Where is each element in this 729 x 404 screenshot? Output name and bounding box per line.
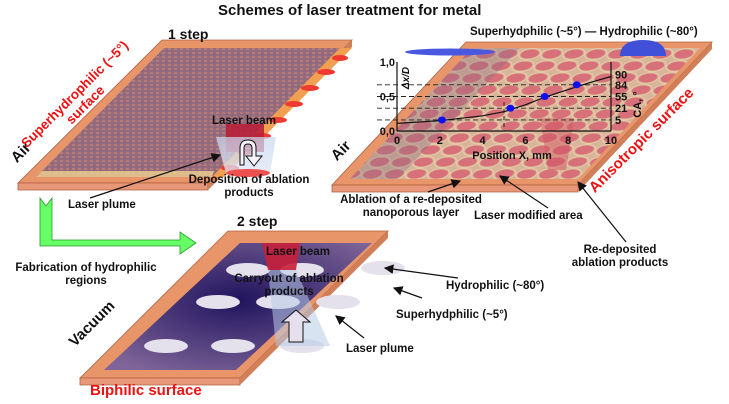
y2-tick-label: 55 [615,92,627,104]
x-tick-label: 10 [605,135,617,147]
x-tick-label: 8 [565,135,571,147]
transition-label: Fabrication of hydrophilic regions [6,262,166,287]
transition-line2: regions [65,274,107,287]
x-tick-label: 2 [437,135,443,147]
y2-tick-label: 21 [615,103,627,115]
ablation-line1: Ablation of a re-deposited [340,194,482,206]
data-point [437,116,446,124]
data-point [506,104,515,112]
page-title: Schemes of laser treatment for metal [218,2,482,19]
step1-deposition-label: Deposition of ablation products [184,174,314,199]
x-tick-label: 6 [522,135,528,147]
step1-deposition-line1: Deposition of ablation [188,174,310,186]
redeposited-line2: ablation products [571,256,669,269]
step1-laser [216,124,276,177]
droplet-bead-icon [620,40,666,56]
transition-arrow [39,196,197,255]
x-tick-label: 4 [480,135,487,147]
anisotropic-plate [331,40,713,193]
gradient-label: Superhydphilic (~5°) — Hydrophilic (~80°… [470,26,698,38]
y-axis-label: Δx/D [401,67,412,90]
y2-tick-label: 90 [615,69,627,81]
step2-carryout-label: Carryout of ablation products [232,273,346,298]
y-tick-label: 1,0 [380,57,395,69]
step2-superhydrophilic-label: Superhydphilic (~5°) [396,309,508,321]
step2-laser-beam-label: Laser beam [266,246,330,258]
data-point [572,81,581,89]
ablation-label: Ablation of a re-deposited nanoporous la… [336,194,486,219]
y2-tick-label: 84 [615,80,628,92]
y-tick-label: 0,5 [380,92,395,104]
redeposited-label: Re-deposited ablation products [540,244,700,269]
step1-laser-plume-label: Laser plume [68,199,136,211]
ablation-line2: nanoporous layer [362,206,460,219]
x-tick-label: 0 [394,135,400,147]
droplet-spread-icon [405,48,495,56]
modified-area-label: Laser modified area [474,210,583,222]
step2-laser-plume-label: Laser plume [346,343,414,355]
y2-tick-label: 5 [615,115,621,127]
series-line [396,75,612,124]
step2-carryout-line2: products [264,285,314,298]
step1-deposition-line2: products [224,186,274,199]
y-tick-label: 0,0 [380,126,395,138]
transition-line1: Fabrication of hydrophilic [15,262,157,274]
step1-laser-beam-label: Laser beam [212,115,276,127]
step1-heading: 1 step [168,26,209,42]
step2-surface-name: Biphilic surface [90,382,202,399]
step2-plate [79,230,405,386]
step2-carryout-line1: Carryout of ablation [234,273,344,285]
data-point [540,93,549,100]
redeposited-line1: Re-deposited [583,244,657,256]
y2-axis-label: CA, ° [632,91,644,117]
step2-heading: 2 step [237,213,278,229]
step2-hydrophilic-label: Hydrophilic (~80°) [446,280,545,292]
x-axis-label: Position X, mm [472,150,552,162]
